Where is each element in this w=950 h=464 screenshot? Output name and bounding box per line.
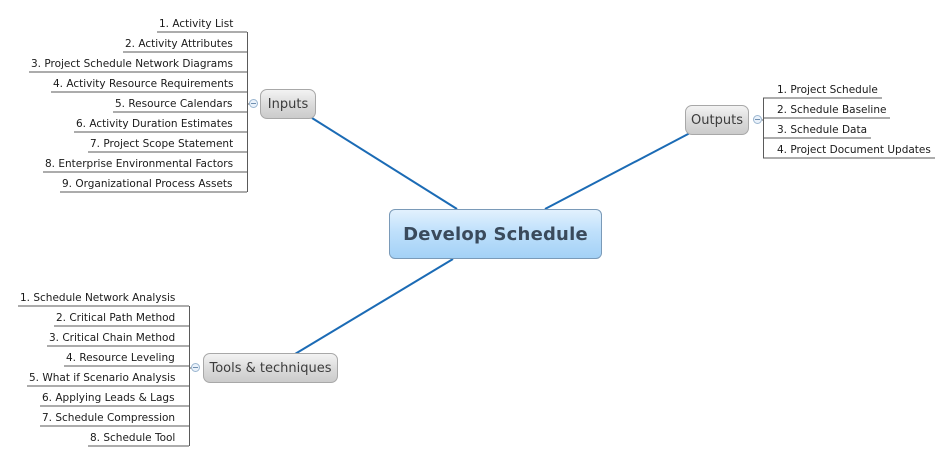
connector-outputs <box>544 132 691 210</box>
tools-subtopic-5[interactable]: 5. What if Scenario Analysis <box>29 372 176 384</box>
inputs-collapse-icon[interactable] <box>249 99 258 108</box>
tools-subtopic-1[interactable]: 1. Schedule Network Analysis <box>20 292 176 304</box>
inputs-subtopic-6[interactable]: 6. Activity Duration Estimates <box>76 118 233 130</box>
outputs-subtopic-3[interactable]: 3. Schedule Data <box>777 124 868 136</box>
inputs-topic-label: Inputs <box>267 96 309 112</box>
central-topic[interactable]: Develop Schedule <box>389 209 602 259</box>
tools-subtopic-4[interactable]: 4. Resource Leveling <box>66 352 175 364</box>
tools-collapse-icon[interactable] <box>191 363 200 372</box>
tools-topic-label: Tools & techniques <box>209 360 332 376</box>
inputs-topic[interactable]: Inputs <box>260 89 316 119</box>
inputs-subtopic-2[interactable]: 2. Activity Attributes <box>125 38 233 50</box>
tools-topic[interactable]: Tools & techniques <box>203 353 338 383</box>
outputs-subtopic-1[interactable]: 1. Project Schedule <box>777 84 878 96</box>
outputs-subtopic-2[interactable]: 2. Schedule Baseline <box>777 104 887 116</box>
outputs-topic-label: Outputs <box>691 112 743 128</box>
inputs-subtopic-1[interactable]: 1. Activity List <box>159 18 234 30</box>
connector-tools <box>294 258 454 355</box>
central-topic-label: Develop Schedule <box>403 223 588 245</box>
tools-subtopic-3[interactable]: 3. Critical Chain Method <box>49 332 176 344</box>
tools-subtopic-6[interactable]: 6. Applying Leads & Lags <box>42 392 175 404</box>
inputs-subtopic-4[interactable]: 4. Activity Resource Requirements <box>53 78 234 90</box>
tools-subtopic-2[interactable]: 2. Critical Path Method <box>56 312 176 324</box>
tools-subtopic-7[interactable]: 7. Schedule Compression <box>42 412 176 424</box>
inputs-subtopic-5[interactable]: 5. Resource Calendars <box>115 98 233 110</box>
outputs-topic[interactable]: Outputs <box>685 105 749 135</box>
tools-subtopic-8[interactable]: 8. Schedule Tool <box>90 432 176 444</box>
inputs-subtopic-8[interactable]: 8. Enterprise Environmental Factors <box>45 158 234 170</box>
outputs-subtopic-4[interactable]: 4. Project Document Updates <box>777 144 931 156</box>
outputs-collapse-icon[interactable] <box>753 115 762 124</box>
connector-inputs <box>311 117 458 210</box>
inputs-subtopic-7[interactable]: 7. Project Scope Statement <box>90 138 234 150</box>
inputs-subtopic-3[interactable]: 3. Project Schedule Network Diagrams <box>31 58 233 70</box>
inputs-subtopic-9[interactable]: 9. Organizational Process Assets <box>62 178 233 190</box>
